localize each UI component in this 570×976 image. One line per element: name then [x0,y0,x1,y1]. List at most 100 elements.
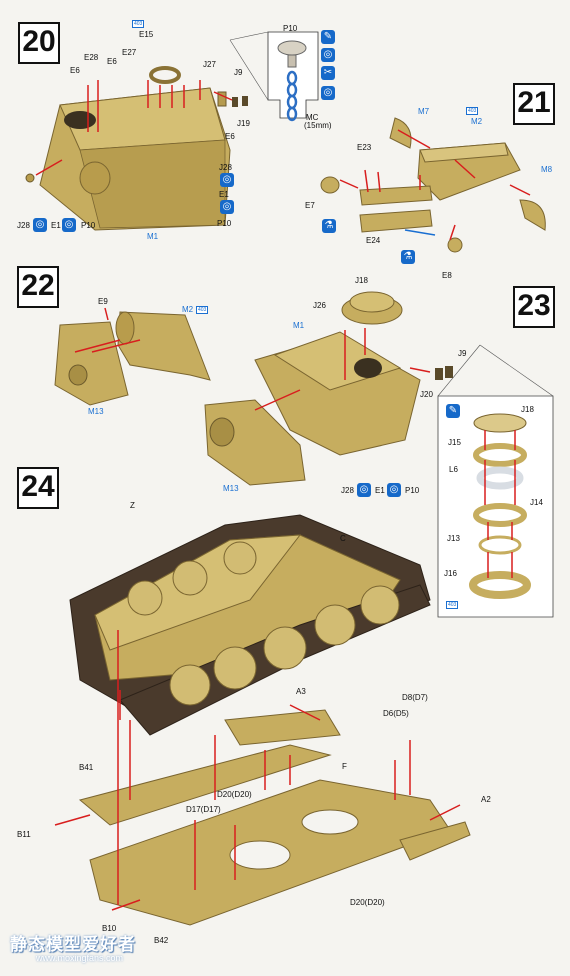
label-e24: E24 [366,236,381,245]
label-p10: P10 [283,24,298,33]
label-j13: J13 [447,534,460,543]
plate-b41 [78,744,332,826]
glue-icon: ◎ [321,86,335,100]
label-d20: D20(D20) [350,898,385,907]
label-b42: B42 [154,936,169,945]
label-p10: P10 [405,486,420,495]
label-e8: E8 [442,271,452,280]
label-d17: D17(D17) [186,805,221,814]
ring-l6 [476,466,524,490]
label-j9: J9 [234,68,243,77]
ref-badge: 403 [466,107,479,115]
label-j16: J16 [444,569,457,578]
step-number-21: 21 [513,83,555,125]
label-a2: A2 [481,795,491,804]
label-m8: M8 [541,165,553,174]
label-j26: J26 [313,301,326,310]
label-j18: J18 [521,405,534,414]
label-p10: P10 [81,221,96,230]
label-c: C [340,534,346,543]
label-m13: M13 [223,484,239,493]
step-number-22: 22 [17,266,59,308]
label-j18: J18 [355,276,368,285]
step-21-arrows [339,129,531,241]
watermark-url: www.moxingfans.com [36,953,124,963]
label-j9: J9 [458,349,467,358]
label-d20: D20(D20) [217,790,252,799]
label-l6: L6 [449,465,458,474]
label-m1: M1 [293,321,305,330]
mantlet-half [389,117,412,149]
bracket-e24 [359,209,433,233]
label-e7: E7 [305,201,315,210]
glue-icon: ◎ [220,173,234,187]
ring-j13 [478,535,522,555]
step-23-arrows [484,430,516,578]
label-e9: E9 [98,297,108,306]
label-j28: J28 [17,221,30,230]
label-e6: E6 [107,57,117,66]
step-number-20: 20 [18,22,60,64]
label-j20: J20 [420,390,433,399]
label-d8: D8(D7) [402,693,428,702]
label-d6: D6(D5) [383,709,409,718]
label-m2: M2 [471,117,483,126]
label-m13: M13 [88,407,104,416]
ref-badge: 403 [132,20,145,28]
step-22-arrows [74,307,431,411]
ref-badge: 403 [196,306,209,314]
bracket-e23 [359,185,433,206]
label-a3: A3 [296,687,306,696]
label-j27: J27 [203,60,216,69]
label-b10: B10 [102,924,117,933]
label-j14: J14 [530,498,543,507]
glue-icon: ◎ [62,218,76,232]
ring-j14 [473,503,527,527]
label-e1: E1 [219,190,229,199]
ring-j16 [469,571,531,599]
label-e27: E27 [122,48,137,57]
label-e6: E6 [225,132,235,141]
cement-icon: ⚗ [401,250,415,264]
paint-icon: ✎ [321,30,335,44]
step-24-arrows [54,630,461,911]
label-m1: M1 [147,232,159,241]
label-mc: MC [306,113,319,122]
label-j19: J19 [237,119,250,128]
label-f: F [342,762,347,771]
glue-icon: ◎ [321,48,335,62]
label-e15: E15 [139,30,154,39]
ref-badge: 403 [446,601,459,609]
label-p10: P10 [217,219,232,228]
ring-j15 [473,443,527,467]
road-wheels [127,541,400,706]
label-e6: E6 [70,66,80,75]
label-e1: E1 [51,221,61,230]
plate-a3 [224,709,341,746]
cement-icon: ⚗ [322,219,336,233]
label-e23: E23 [357,143,372,152]
glue-icon: ◎ [357,483,371,497]
label-z: Z [130,501,135,510]
cut-icon: ✂ [321,66,335,80]
plate-a2 [399,821,471,861]
label-e28: E28 [84,53,99,62]
step-number-24: 24 [17,467,59,509]
paint-icon: ✎ [446,404,460,418]
glue-icon: ◎ [220,200,234,214]
label-m2: M2 [182,305,194,314]
cupola-j18 [473,413,527,433]
label-e1: E1 [375,486,385,495]
glue-icon: ◎ [387,483,401,497]
label-mc-size: (15mm) [304,121,332,130]
glue-icon: ◎ [33,218,47,232]
label-m7: M7 [418,107,430,116]
label-j28: J28 [219,163,232,172]
step-20-arrows [35,80,233,176]
watermark-title: 静态模型爱好者 [10,935,136,955]
